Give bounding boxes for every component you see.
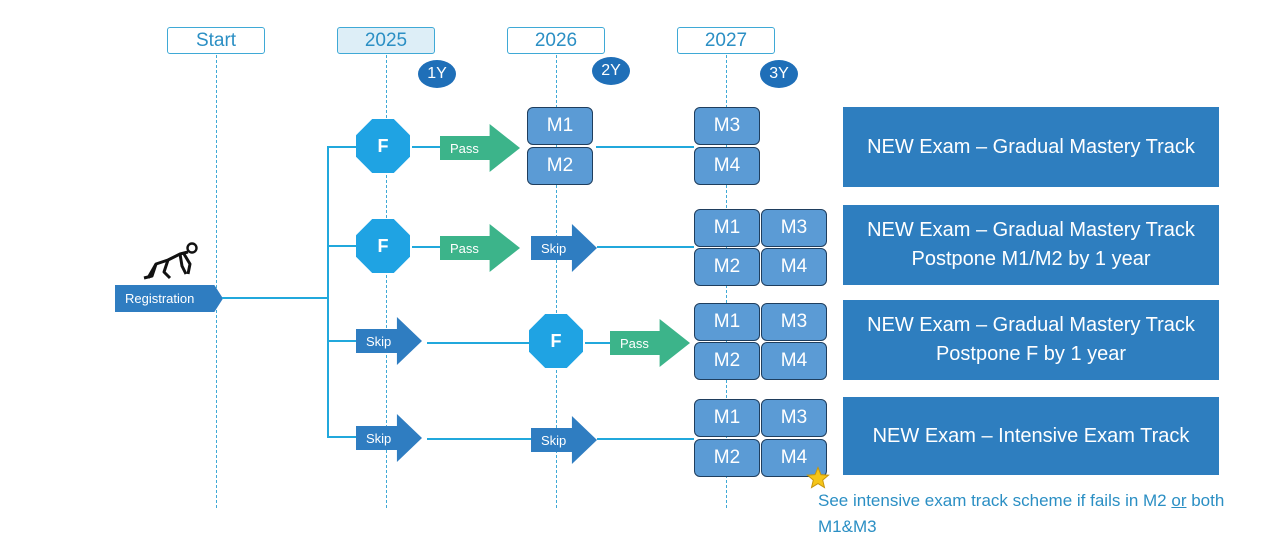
connector — [412, 246, 442, 248]
connector-row-1 — [327, 146, 357, 148]
track-label-row-2: NEW Exam – Gradual Mastery Track Postpon… — [843, 205, 1219, 285]
year-badge-2: 2Y — [592, 57, 630, 85]
connector — [596, 146, 694, 148]
track-line: NEW Exam – Intensive Exam Track — [872, 424, 1190, 447]
note-text: See intensive exam track scheme if fails… — [818, 491, 1172, 510]
pass-arrow-row-1: Pass — [440, 124, 520, 172]
foundation-exam-row-3: F — [529, 314, 583, 368]
module-m4-row-2: M4 — [761, 248, 827, 286]
track-line: NEW Exam – Gradual Mastery Track — [867, 135, 1195, 158]
module-m3-row-3: M3 — [761, 303, 827, 341]
connector — [597, 246, 694, 248]
track-line: NEW Exam – Gradual Mastery Track — [867, 219, 1195, 241]
runner-start-icon — [140, 240, 200, 287]
timeline-divider-2025 — [386, 55, 387, 508]
track-line: Postpone F by 1 year — [935, 343, 1127, 365]
connector — [412, 146, 442, 148]
connector-row-3 — [327, 340, 357, 342]
module-m2-row-3: M2 — [694, 342, 760, 380]
module-m4-row-1: M4 — [694, 147, 760, 185]
column-2027-label: 2027 — [677, 27, 775, 54]
connector-row-2 — [327, 245, 357, 247]
track-line: Postpone M1/M2 by 1 year — [911, 248, 1151, 270]
registration-arrow: Registration — [115, 285, 223, 312]
module-m1-row-4: M1 — [694, 399, 760, 437]
module-m1-row-3: M1 — [694, 303, 760, 341]
connector — [427, 342, 530, 344]
module-m3-row-1: M3 — [694, 107, 760, 145]
pass-arrow-row-2: Pass — [440, 224, 520, 272]
column-2026-label: 2026 — [507, 27, 605, 54]
connector-branch-vertical — [327, 146, 329, 437]
module-m1-row-2: M1 — [694, 209, 760, 247]
module-m3-row-4: M3 — [761, 399, 827, 437]
track-label-row-1: NEW Exam – Gradual Mastery Track — [843, 107, 1219, 187]
note-link[interactable]: or — [1171, 491, 1187, 510]
pass-arrow-row-3: Pass — [610, 319, 690, 367]
connector — [597, 438, 694, 440]
skip-arrow-row-4: Skip — [356, 414, 422, 462]
connector — [585, 342, 613, 344]
module-m2-row-1: M2 — [527, 147, 593, 185]
timeline-divider-start — [216, 55, 217, 508]
module-m2-row-2: M2 — [694, 248, 760, 286]
track-label-row-4: NEW Exam – Intensive Exam Track — [843, 397, 1219, 475]
year-badge-3: 3Y — [760, 60, 798, 88]
module-m3-row-2: M3 — [761, 209, 827, 247]
connector — [427, 438, 532, 440]
module-m1-row-1: M1 — [527, 107, 593, 145]
module-m2-row-4: M2 — [694, 439, 760, 477]
connector-registration — [222, 297, 329, 299]
column-2025-label: 2025 — [337, 27, 435, 54]
track-label-row-3: NEW Exam – Gradual Mastery Track Postpon… — [843, 300, 1219, 380]
skip-arrow-row-2: Skip — [531, 224, 597, 272]
connector-row-4 — [327, 436, 357, 438]
module-m4-row-3: M4 — [761, 342, 827, 380]
timeline-divider-2026 — [556, 55, 557, 508]
module-m4-row-4: M4 — [761, 439, 827, 477]
intensive-track-note: See intensive exam track scheme if fails… — [818, 488, 1248, 540]
skip-arrow-row-3: Skip — [356, 317, 422, 365]
column-start-label: Start — [167, 27, 265, 54]
star-icon — [806, 466, 830, 495]
foundation-exam-row-1: F — [356, 119, 410, 173]
note-text-2: both M1&M3 — [818, 491, 1225, 536]
track-line: NEW Exam – Gradual Mastery Track — [867, 314, 1195, 336]
year-badge-1: 1Y — [418, 60, 456, 88]
foundation-exam-row-2: F — [356, 219, 410, 273]
skip-arrow-row-4b: Skip — [531, 416, 597, 464]
